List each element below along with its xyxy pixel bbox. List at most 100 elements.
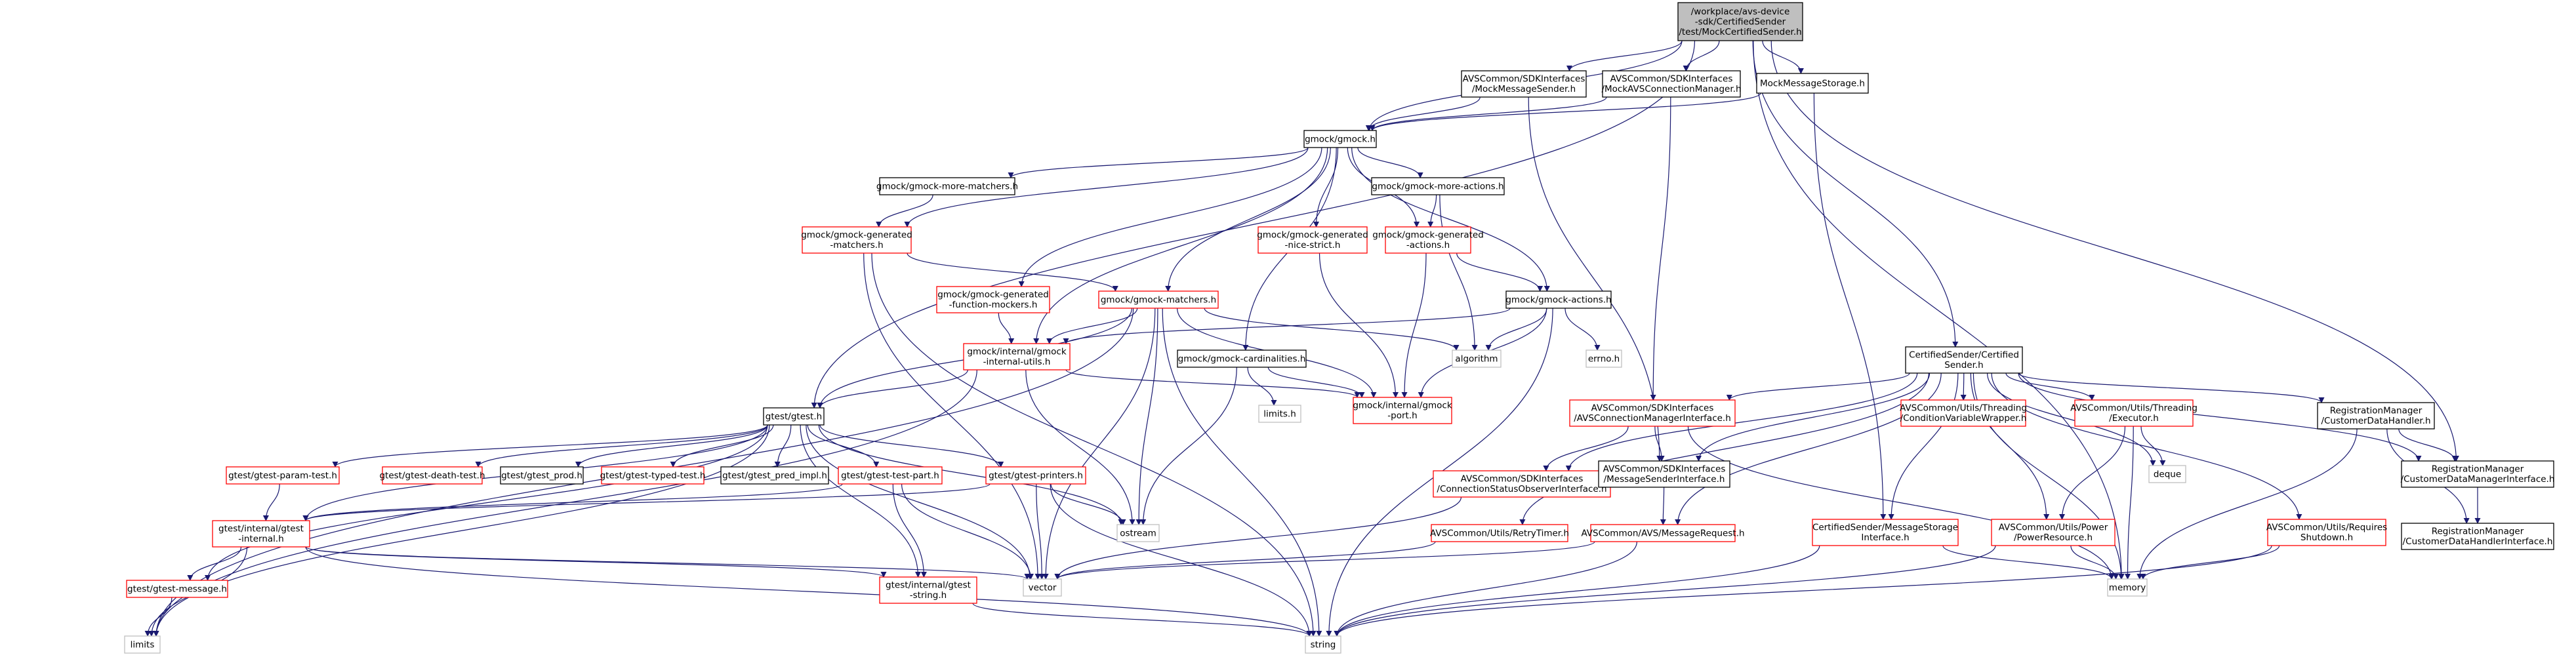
node-gmock[interactable]: gmock/gmock.h bbox=[1303, 130, 1377, 148]
edge-printers-to-ginternal bbox=[302, 483, 991, 521]
edge-root-to-gtest bbox=[811, 40, 1696, 409]
node-deathtest[interactable]: gtest/gtest-death-test.h bbox=[379, 466, 485, 485]
edge-genact-to-port bbox=[1401, 252, 1427, 398]
node-connstatus[interactable]: AVSCommon/SDKInterfaces/ConnectionStatus… bbox=[1433, 470, 1611, 498]
edge-avsconnmgr-to-memory bbox=[1687, 426, 2115, 580]
node-label: AVSCommon/SDKInterfaces bbox=[1610, 74, 1733, 85]
node-root[interactable]: /workplace/avs-device-sdk/CertifiedSende… bbox=[1677, 2, 1803, 41]
node-msgsenderif[interactable]: AVSCommon/SDKInterfaces/MessageSenderInt… bbox=[1598, 460, 1730, 488]
node-limitsh[interactable]: limits.h bbox=[1258, 405, 1301, 423]
node-box bbox=[1258, 405, 1301, 423]
node-label: -internal.h bbox=[238, 534, 284, 544]
edge-moremat-to-genmatch bbox=[876, 194, 933, 228]
node-box bbox=[2107, 578, 2148, 597]
node-retrytimer[interactable]: AVSCommon/Utils/RetryTimer.h bbox=[1430, 524, 1569, 542]
node-label: -sdk/CertifiedSender bbox=[1695, 16, 1786, 27]
node-gstring[interactable]: gtest/internal/gtest-string.h bbox=[879, 576, 977, 604]
node-testpart[interactable]: gtest/gtest-test-part.h bbox=[838, 466, 943, 485]
node-custdatahandlerif[interactable]: RegistrationManager/CustomerDataHandlerI… bbox=[2401, 523, 2554, 550]
node-label: -internal-utils.h bbox=[983, 357, 1051, 367]
node-label: AVSCommon/SDKInterfaces bbox=[1591, 403, 1714, 414]
node-box bbox=[802, 226, 912, 254]
node-typedtest[interactable]: gtest/gtest-typed-test.h bbox=[600, 466, 706, 485]
node-box bbox=[985, 466, 1086, 485]
node-gmatch[interactable]: gmock/gmock-matchers.h bbox=[1098, 290, 1219, 309]
edge-certsender-to-connstatus bbox=[1565, 372, 1918, 471]
edge-layer bbox=[144, 40, 2481, 637]
edge-mockmsgstorage-to-gmock bbox=[1369, 92, 1761, 131]
node-genmatch[interactable]: gmock/gmock-generated-matchers.h bbox=[801, 226, 912, 254]
edge-gennice-to-port bbox=[1319, 252, 1399, 398]
edge-ginternal-to-string bbox=[305, 546, 1313, 637]
node-string[interactable]: string bbox=[1305, 635, 1341, 654]
node-limits[interactable]: limits bbox=[124, 635, 161, 654]
edge-gact-to-intutils bbox=[1063, 308, 1511, 344]
node-label: gtest/gtest-death-test.h bbox=[379, 470, 485, 481]
node-memory[interactable]: memory bbox=[2107, 578, 2148, 597]
node-label: RegistrationManager bbox=[2432, 527, 2524, 537]
node-powerres[interactable]: AVSCommon/Utils/Power/PowerResource.h bbox=[1991, 519, 2116, 546]
node-gmessage[interactable]: gtest/gtest-message.h bbox=[126, 580, 228, 598]
edge-gmock-to-genfunc bbox=[1018, 147, 1322, 287]
node-port[interactable]: gmock/internal/gmock-port.h bbox=[1353, 397, 1452, 424]
node-box bbox=[2401, 460, 2554, 488]
node-intutils[interactable]: gmock/internal/gmock-internal-utils.h bbox=[963, 343, 1071, 370]
edge-msgrequest-to-string bbox=[1334, 541, 1637, 637]
node-printers[interactable]: gtest/gtest-printers.h bbox=[985, 466, 1086, 485]
node-moreact[interactable]: gmock/gmock-more-actions.h bbox=[1371, 177, 1505, 195]
node-prod[interactable]: gtest/gtest_prod.h bbox=[500, 466, 584, 485]
node-ostream[interactable]: ostream bbox=[1116, 524, 1160, 542]
node-mockmsgsender[interactable]: AVSCommon/SDKInterfaces/MockMessageSende… bbox=[1461, 70, 1587, 98]
node-label: -actions.h bbox=[1406, 240, 1450, 250]
node-errno[interactable]: errno.h bbox=[1585, 349, 1622, 368]
node-paramtest[interactable]: gtest/gtest-param-test.h bbox=[226, 466, 340, 485]
node-label: /test/MockCertifiedSender.h bbox=[1679, 27, 1801, 37]
node-avsconnmgr[interactable]: AVSCommon/SDKInterfaces/AVSConnectionMan… bbox=[1569, 399, 1736, 427]
node-label: gmock/gmock-generated bbox=[801, 230, 912, 241]
node-box bbox=[1116, 524, 1160, 542]
node-moremat[interactable]: gmock/gmock-more-matchers.h bbox=[876, 177, 1018, 195]
node-custdatamgr[interactable]: RegistrationManager/CustomerDataManagerI… bbox=[2401, 460, 2555, 488]
node-box bbox=[1177, 349, 1307, 368]
node-box bbox=[1590, 524, 1736, 542]
node-ginternal[interactable]: gtest/internal/gtest-internal.h bbox=[212, 520, 310, 548]
node-mockconnmgr[interactable]: AVSCommon/SDKInterfaces/MockAVSConnectio… bbox=[1601, 70, 1742, 98]
node-vector[interactable]: vector bbox=[1023, 578, 1062, 597]
node-label: MockMessageStorage.h bbox=[1760, 78, 1865, 89]
node-gtest[interactable]: gtest/gtest.h bbox=[763, 407, 825, 426]
node-genact[interactable]: gmock/gmock-generated-actions.h bbox=[1372, 226, 1484, 254]
node-gact[interactable]: gmock/gmock-actions.h bbox=[1505, 290, 1612, 309]
node-box bbox=[2317, 402, 2435, 429]
node-label: Sender.h bbox=[1944, 360, 1983, 370]
node-label: CertifiedSender/MessageStorage bbox=[1812, 523, 1958, 533]
node-box bbox=[1305, 635, 1341, 654]
node-condvar[interactable]: AVSCommon/Utils/Threading/ConditionVaria… bbox=[1900, 399, 2027, 427]
node-gennice[interactable]: gmock/gmock-generated-nice-strict.h bbox=[1257, 226, 1368, 254]
node-label: AVSCommon/Utils/RetryTimer.h bbox=[1430, 528, 1569, 538]
node-algorithm[interactable]: algorithm bbox=[1452, 349, 1502, 368]
edge-mockconnmgr-to-avsconnmgr bbox=[1650, 96, 1671, 401]
edge-gtest-to-paramtest bbox=[332, 424, 768, 468]
node-label: AVSCommon/Utils/Requires bbox=[2266, 523, 2387, 533]
edge-moreact-to-genact bbox=[1427, 194, 1437, 228]
node-msgrequest[interactable]: AVSCommon/AVS/MessageRequest.h bbox=[1581, 524, 1745, 542]
node-label: -matchers.h bbox=[830, 240, 883, 250]
node-label: gtest/gtest-typed-test.h bbox=[600, 470, 706, 481]
node-genfunc[interactable]: gmock/gmock-generated-function-mockers.h bbox=[936, 286, 1050, 313]
node-label: gmock/gmock-generated bbox=[1372, 230, 1484, 241]
edge-certsender-to-msgrequest bbox=[1675, 372, 1942, 525]
node-msgstorageif[interactable]: CertifiedSender/MessageStorageInterface.… bbox=[1812, 519, 1959, 546]
node-deque[interactable]: deque bbox=[2148, 465, 2186, 483]
node-mockmsgstorage[interactable]: MockMessageStorage.h bbox=[1756, 73, 1869, 94]
node-card[interactable]: gmock/gmock-cardinalities.h bbox=[1177, 349, 1307, 368]
edge-msgrequest-to-vector bbox=[1054, 541, 1595, 580]
node-executor[interactable]: AVSCommon/Utils/Threading/Executor.h bbox=[2070, 399, 2198, 427]
node-predimpl[interactable]: gtest/gtest_pred_impl.h bbox=[720, 466, 829, 485]
node-label: AVSCommon/SDKInterfaces bbox=[1461, 474, 1584, 485]
node-box bbox=[126, 580, 228, 598]
node-certsender[interactable]: CertifiedSender/CertifiedSender.h bbox=[1905, 346, 2023, 374]
edge-gmessage-to-limits bbox=[144, 597, 173, 637]
node-custdatahandler[interactable]: RegistrationManager/CustomerDataHandler.… bbox=[2317, 402, 2435, 429]
